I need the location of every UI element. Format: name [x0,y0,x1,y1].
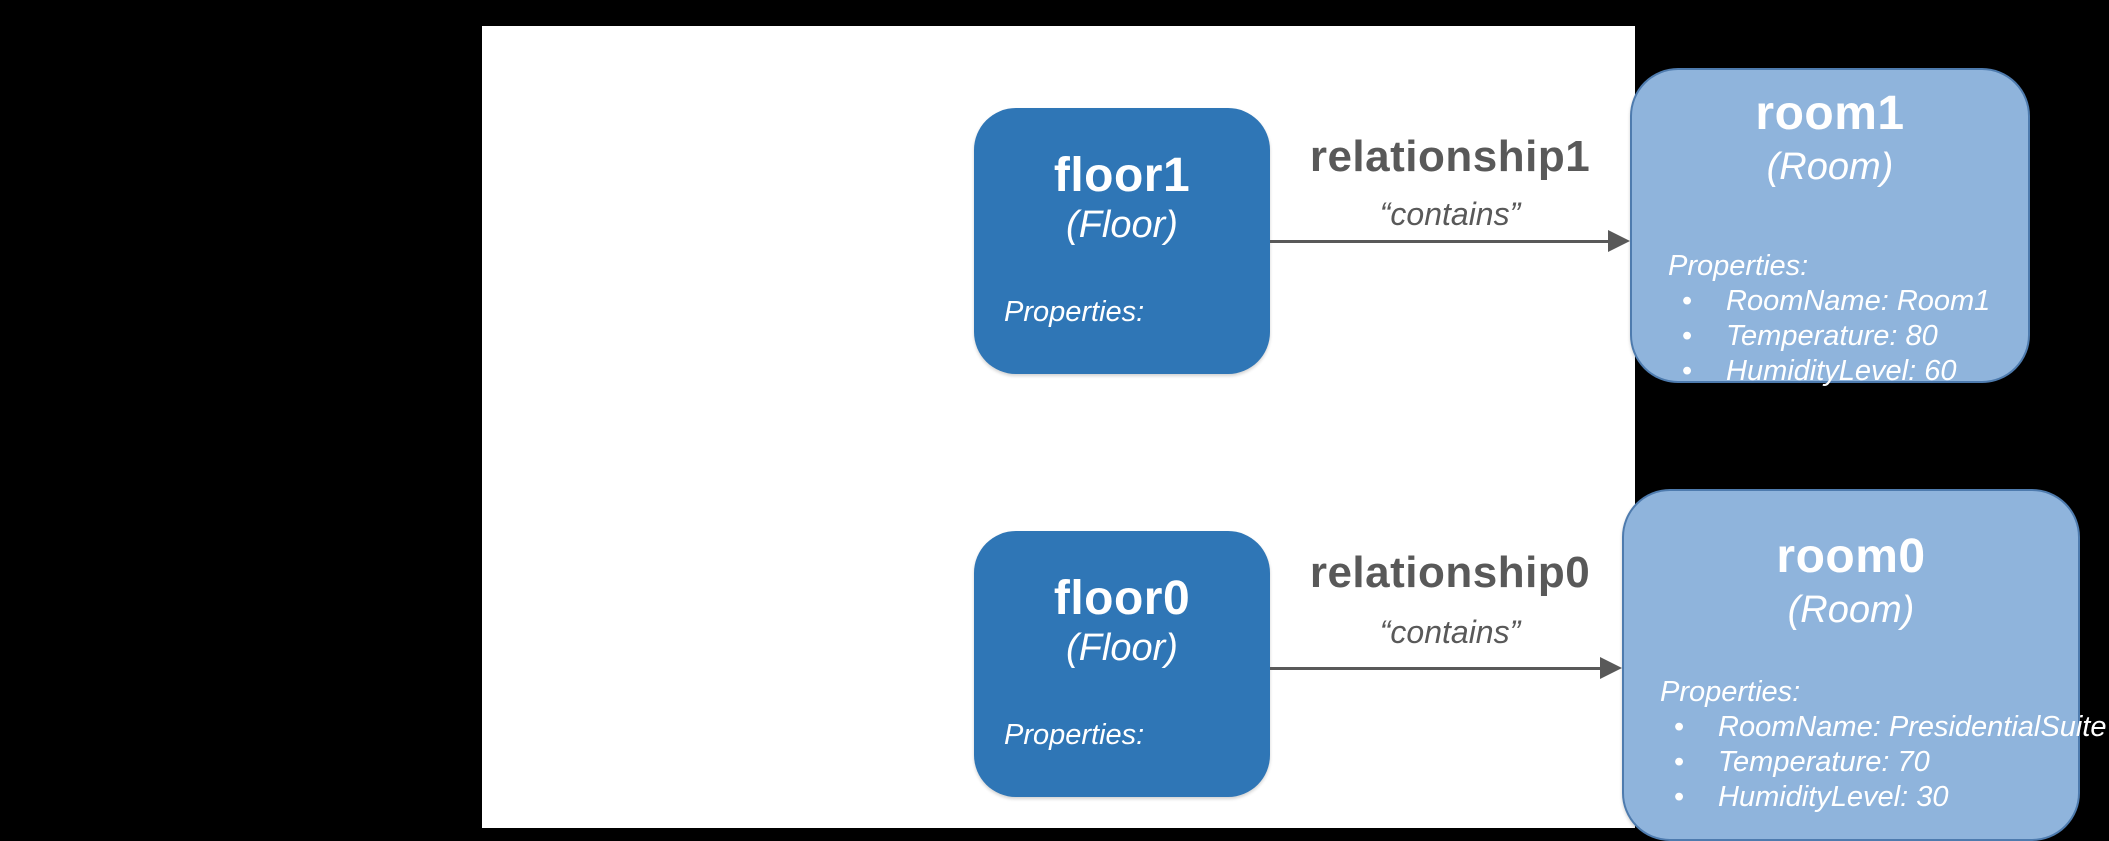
relationship-kind: “contains” [1379,196,1521,232]
node-type: (Room) [1766,146,1894,188]
properties-list: RoomName: Room1 Temperature: 80 Humidity… [1668,284,2008,389]
properties-label: Properties: [1660,676,1801,708]
node-title: floor1 [1053,149,1191,202]
floor0-node: floor0 (Floor) Properties: [974,531,1270,797]
node-type: (Room) [1787,589,1915,631]
node-title: floor0 [1053,572,1191,625]
properties-list: RoomName: PresidentialSuite Temperature:… [1660,710,2106,815]
arrow-line [1270,667,1602,670]
diagram-panel: floor1 (Floor) Properties: relationship1… [482,26,2106,841]
property-item: Temperature: 80 [1668,319,2008,354]
property-item: RoomName: PresidentialSuite [1660,710,2106,745]
room1-node: room1 (Room) Properties: RoomName: Room1… [1630,68,2030,389]
properties-label: Properties: [1004,296,1145,328]
relationship-kind: “contains” [1379,614,1521,650]
floor1-node: floor1 (Floor) Properties: [974,108,1270,374]
arrow-head-icon [1600,657,1622,679]
room0-node: room0 (Room) Properties: RoomName: Presi… [1622,489,2106,841]
node-type: (Floor) [1066,204,1178,246]
node-type: (Floor) [1066,627,1178,669]
property-item: HumidityLevel: 60 [1668,354,2008,389]
properties-label: Properties: [1004,719,1145,751]
arrow-line [1270,240,1610,243]
properties-label: Properties: [1668,250,1809,282]
node-title: room0 [1776,530,1926,583]
node-title: room1 [1755,87,1905,140]
property-item: Temperature: 70 [1660,745,2058,780]
property-item: HumidityLevel: 30 [1660,780,2058,815]
relationship-name: relationship0 [1309,548,1591,597]
arrow-head-icon [1608,230,1630,252]
relationship-name: relationship1 [1309,132,1591,181]
property-item: RoomName: Room1 [1668,284,2008,319]
